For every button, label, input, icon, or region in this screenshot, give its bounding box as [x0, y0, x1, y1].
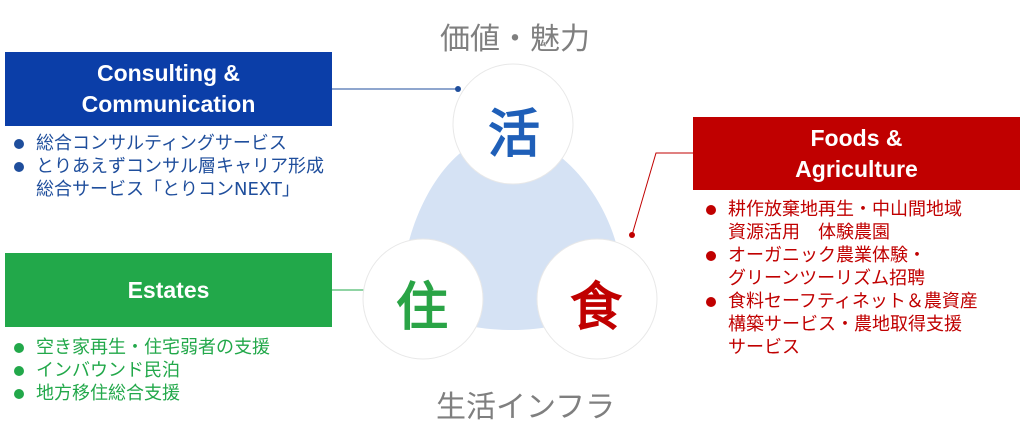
foods-title-line2: Agriculture [795, 155, 918, 182]
bullet-icon [706, 251, 716, 261]
consulting-connector-dot [455, 86, 461, 92]
estates-title: Estates [127, 276, 210, 303]
bullet-icon [706, 297, 716, 307]
list-item-text: 耕作放棄地再生・中山間地域 [728, 199, 962, 220]
consulting-title-line1: Consulting & [96, 60, 241, 86]
list-item-text: 総合コンサルティングサービス [36, 133, 287, 154]
list-item: 総合コンサルティングサービス [6, 132, 324, 155]
foods-list: 耕作放棄地再生・中山間地域資源活用 体験農園 オーガニック農業体験・グリーンツー… [698, 198, 978, 359]
list-item-text: インバウンド民泊 [36, 360, 180, 381]
list-item-text: 地方移住総合支援 [36, 383, 180, 404]
katsu-label: 活 [487, 105, 540, 165]
foods-connector-dot [629, 232, 635, 238]
list-item-text: サービス [728, 337, 800, 358]
bullet-icon [14, 366, 24, 376]
list-item-text: 構築サービス・農地取得支援 [728, 314, 962, 335]
list-item-text: グリーンツーリズム招聘 [728, 268, 926, 289]
shoku-label: 食 [569, 278, 622, 338]
bullet-icon [14, 162, 24, 172]
life-infra-heading: 生活インフラ [436, 390, 616, 425]
bullet-icon [14, 343, 24, 353]
consulting-title-line2: Communication [81, 91, 256, 117]
ju-label: 住 [395, 278, 448, 338]
shoku-circle [536, 238, 658, 360]
list-item: 空き家再生・住宅弱者の支援 [6, 336, 270, 359]
bullet-icon [14, 389, 24, 399]
list-item-text: 総合サービス「とりコンNEXT」 [36, 179, 300, 200]
list-item: 地方移住総合支援 [6, 382, 270, 405]
list-item: インバウンド民泊 [6, 359, 270, 382]
list-item-text: とりあえずコンサル層キャリア形成 [36, 156, 324, 177]
list-item: とりあえずコンサル層キャリア形成総合サービス「とりコンNEXT」 [6, 155, 324, 201]
foods-title-line1: Foods & [810, 124, 903, 151]
katsu-circle [452, 63, 574, 185]
list-item-text: 空き家再生・住宅弱者の支援 [36, 337, 270, 358]
foods-title-box: Foods & Agriculture [693, 117, 1020, 190]
foods-connector [631, 152, 693, 236]
list-item-text: オーガニック農業体験・ [728, 245, 926, 266]
bullet-icon [706, 205, 716, 215]
list-item-text: 食料セーフティネット＆農資産 [728, 291, 978, 312]
list-item: 食料セーフティネット＆農資産構築サービス・農地取得支援サービス [698, 290, 978, 359]
ju-circle [362, 238, 484, 360]
estates-title-box: Estates [5, 253, 332, 327]
list-item: 耕作放棄地再生・中山間地域資源活用 体験農園 [698, 198, 978, 244]
bullet-icon [14, 139, 24, 149]
consulting-title-box: Consulting & Communication [5, 52, 332, 126]
estates-list: 空き家再生・住宅弱者の支援 インバウンド民泊 地方移住総合支援 [6, 336, 270, 405]
consulting-list: 総合コンサルティングサービス とりあえずコンサル層キャリア形成総合サービス「とり… [6, 132, 324, 201]
value-appeal-heading: 価値・魅力 [440, 22, 590, 57]
list-item: オーガニック農業体験・グリーンツーリズム招聘 [698, 244, 978, 290]
list-item-text: 資源活用 体験農園 [728, 222, 890, 243]
